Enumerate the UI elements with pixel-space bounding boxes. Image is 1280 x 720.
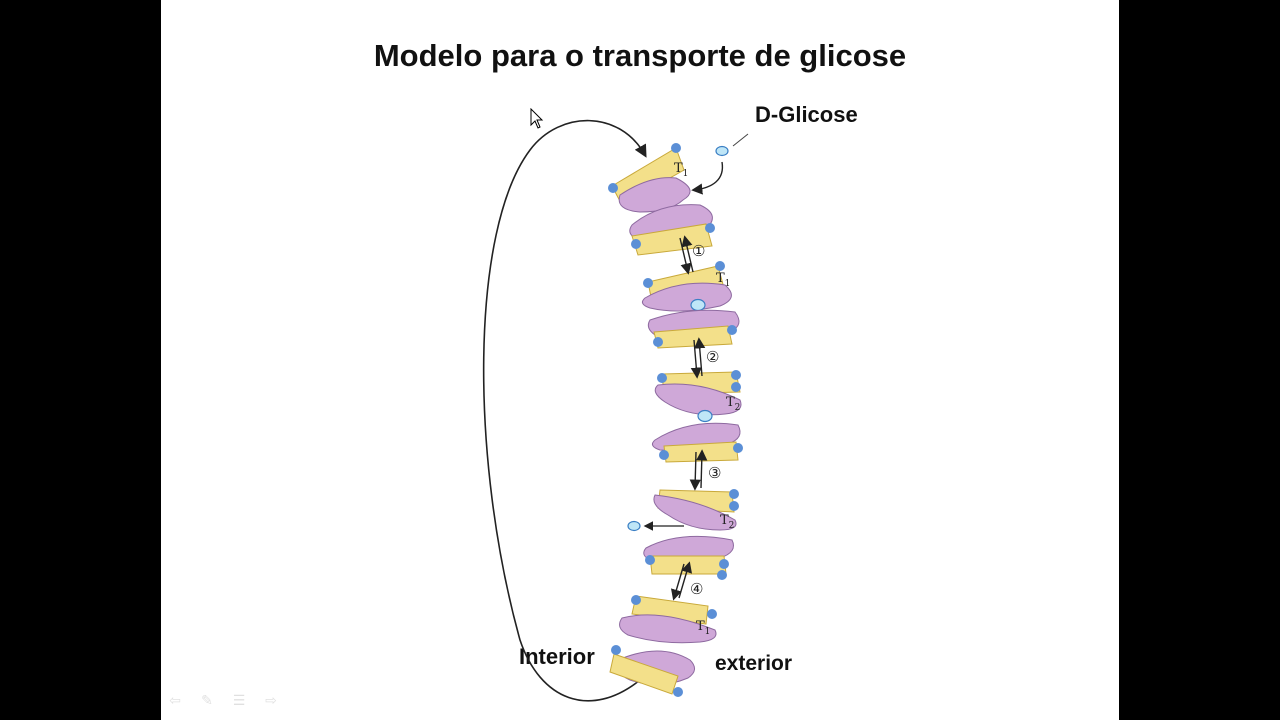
step-4-label: ④ <box>690 580 703 598</box>
pen-icon[interactable]: ✎ <box>201 693 213 709</box>
glucose-molecule-inside <box>627 520 641 532</box>
step-3-label: ③ <box>708 464 721 482</box>
transporter-state-1 <box>608 143 715 256</box>
glucose-molecule-outside <box>715 145 729 157</box>
d-glucose-label: D-Glicose <box>755 102 858 127</box>
slideshow-controls: ⇦ ✎ ☰ ⇨ <box>165 692 281 710</box>
prev-icon[interactable]: ⇦ <box>169 693 181 709</box>
conformation-label-4: T2 <box>720 513 734 531</box>
glucose-entry-arrow <box>691 161 724 195</box>
transporter-state-3 <box>651 370 743 463</box>
mouse-cursor-icon <box>530 108 544 129</box>
conformation-label-3: T2 <box>726 395 740 413</box>
transporter-state-2 <box>641 261 740 349</box>
menu-icon[interactable]: ☰ <box>232 693 246 709</box>
step-2-label: ② <box>706 348 719 366</box>
cycle-return-arrow <box>482 119 647 702</box>
conformation-label-2: T1 <box>716 271 730 289</box>
equilibrium-arrows <box>670 235 708 601</box>
step-1-label: ① <box>692 242 705 260</box>
transporter-state-4 <box>643 489 739 580</box>
slide-title: Modelo para o transporte de glicose <box>373 38 907 73</box>
transporter-state-5 <box>609 595 717 697</box>
exterior-label: exterior <box>715 652 793 675</box>
conformation-label-5: T1 <box>696 619 710 637</box>
conformation-label-1: T1 <box>674 161 688 179</box>
next-icon[interactable]: ⇨ <box>265 693 277 709</box>
